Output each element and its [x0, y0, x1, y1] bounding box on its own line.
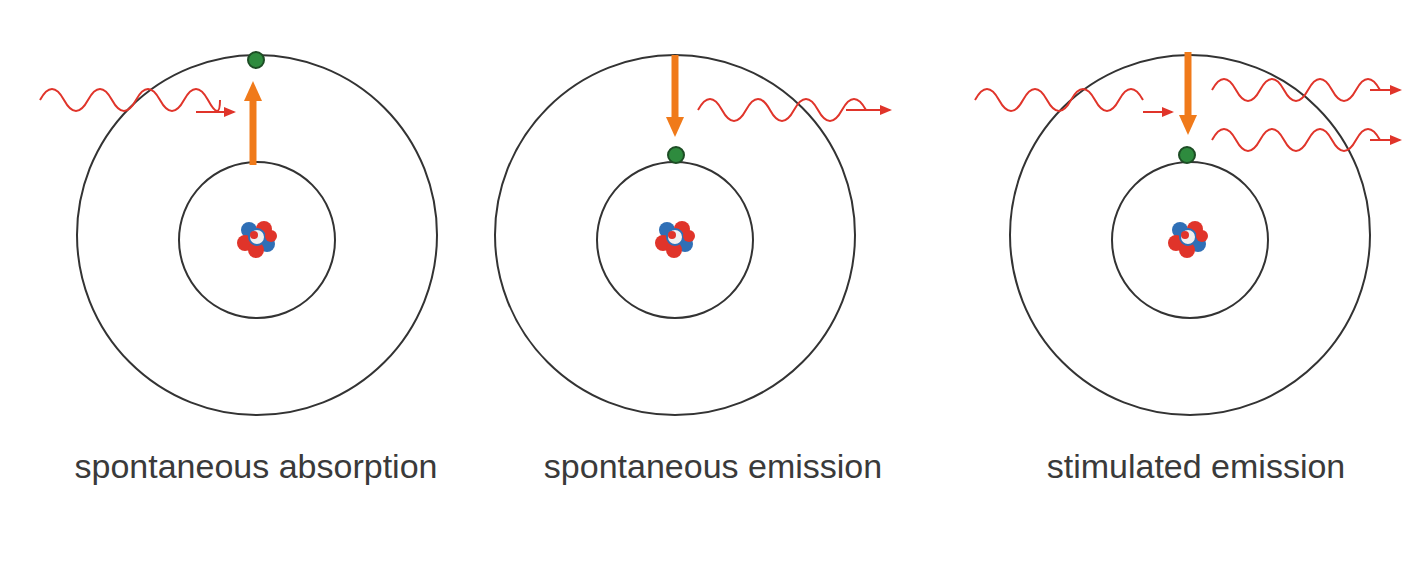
atom-stimulated-emission [975, 52, 1400, 415]
atom-spontaneous-emission [495, 55, 890, 415]
caption-label: stimulated emission [1047, 446, 1346, 487]
caption-label: spontaneous emission [544, 446, 882, 487]
atom-absorption [40, 52, 437, 415]
caption-label: spontaneous absorption [75, 446, 438, 487]
